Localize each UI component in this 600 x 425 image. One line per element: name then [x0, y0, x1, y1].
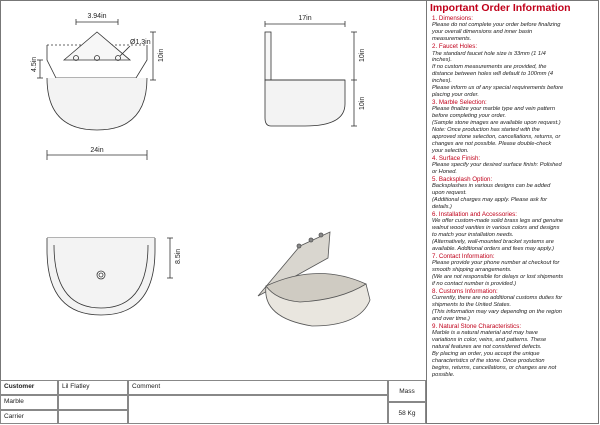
- overall-width-label: 24in: [90, 147, 103, 154]
- side-height-label: 10in: [359, 49, 366, 62]
- section-heading: 7. Contact Information:: [432, 252, 495, 260]
- info-sections: 1. Dimensions:Please do not complete you…: [430, 15, 596, 379]
- section-text-line: Marble is a natural material and may hav…: [432, 330, 538, 337]
- section-text-line: Currently, there are no additional custo…: [432, 295, 563, 302]
- comment-label: Comment: [128, 380, 388, 395]
- comment-box: [128, 395, 388, 424]
- section-text-line: inches).: [432, 78, 452, 85]
- section-text-line: or Honed.: [432, 168, 457, 175]
- section-text-line: We offer custom-made solid brass legs an…: [432, 218, 564, 225]
- section-text-line: Please provide your phone number at chec…: [432, 260, 560, 267]
- side-depth-label: 17in: [298, 15, 311, 22]
- section-text-line: If no custom measurements are provided, …: [432, 64, 547, 71]
- section-text-line: inches).: [432, 57, 452, 64]
- hole-diameter-label: Ø1.3in: [130, 39, 151, 46]
- section-text-line: (Alternatively, wall-mounted bracket sys…: [432, 239, 554, 245]
- section-heading: 2. Faucet Holes:: [432, 43, 478, 51]
- section-text-line: details.): [432, 203, 452, 210]
- customer-value: Lil Flatley: [58, 380, 128, 395]
- section-text-line: (We are not responsible for delays or lo…: [432, 274, 564, 281]
- section-text-line: measurements.: [432, 36, 472, 43]
- section-heading: 1. Dimensions:: [432, 15, 473, 22]
- section-heading: 9. Natural Stone Characteristics:: [432, 322, 522, 330]
- section-text-line: (Additional charges may apply. Please as…: [432, 197, 547, 204]
- section-text-line: begins, returns, cancellations, or chang…: [432, 364, 557, 371]
- section-text-line: Please do not complete your order before…: [432, 22, 561, 29]
- drawing-canvas: 3.94in Ø1.3in 4.5in 10in 24in 17in 10in …: [31, 13, 371, 327]
- section-text-line: Please specify your desired surface fini…: [432, 162, 562, 169]
- section-heading: 4. Surface Finish:: [432, 154, 481, 162]
- section-text-line: possible.: [432, 371, 455, 378]
- order-info-panel: Important Order Information 1. Dimension…: [430, 2, 596, 422]
- panel-divider: [426, 0, 427, 424]
- carrier-value: [58, 410, 128, 424]
- section-text-line: changes are not possible. Please double-…: [432, 140, 552, 147]
- section-text-line: Backsplashes in various designs can be a…: [432, 183, 551, 190]
- section-text-line: placing your order.: [432, 91, 479, 98]
- section-text-line: upon request.: [432, 190, 467, 197]
- section-text-line: if no contact number is provided.): [432, 280, 517, 287]
- side-view: [264, 21, 357, 127]
- section-text-line: your overall dimensions and inner basin: [432, 29, 533, 36]
- section-text-line: Please finalize your marble type and vei…: [432, 106, 555, 113]
- section-text-line: characteristics of the stone. Once produ…: [432, 357, 545, 364]
- section-text-line: smooth shipping arrangements.: [432, 267, 512, 274]
- section-text-line: natural features are not considered defe…: [432, 344, 542, 351]
- mass-label: Mass: [388, 380, 426, 402]
- section-text-line: (This information may vary depending on …: [432, 309, 562, 316]
- section-text-line: By placing an order, you accept the uniq…: [432, 351, 540, 357]
- section-heading: 6. Installation and Accessories:: [432, 210, 517, 218]
- mass-value: 58 Kg: [388, 402, 426, 424]
- top-depth-label: 4.5in: [31, 57, 38, 72]
- section-text-line: before completing your order.: [432, 113, 507, 120]
- section-text-line: approved stone selection, cancellations,…: [432, 133, 561, 140]
- section-text-line: and over time.): [432, 315, 470, 322]
- top-view: [37, 19, 156, 160]
- section-text-line: shipments to the United States.: [432, 302, 512, 309]
- marble-label: Marble: [0, 395, 58, 410]
- section-heading: 8. Customs Information:: [432, 287, 498, 295]
- section-text-line: available. Additional orders and fees ma…: [432, 245, 555, 252]
- front-height-label: 8.5in: [175, 249, 182, 264]
- customer-label: Customer: [0, 380, 58, 395]
- section-text-line: (Sample stone images are available upon …: [432, 120, 561, 127]
- section-text-line: distance between holes will default to 1…: [432, 71, 554, 78]
- section-heading: 3. Marble Selection:: [432, 98, 487, 106]
- section-text-line: to match your installation needs.: [432, 232, 514, 239]
- isometric-view: [257, 231, 371, 327]
- section-text-line: walnut wood vanities in various colors a…: [432, 225, 560, 232]
- marble-value: [58, 395, 128, 410]
- side-basin-depth-label: 10in: [359, 97, 366, 110]
- front-view: [46, 237, 173, 316]
- section-heading: 5. Backsplash Option:: [432, 175, 493, 183]
- panel-title: Important Order Information: [430, 2, 571, 14]
- section-text-line: Note: Once production has started with t…: [432, 127, 540, 133]
- hole-spacing-label: 3.94in: [87, 13, 106, 20]
- top-height-label: 10in: [158, 49, 165, 62]
- carrier-label: Carrier: [0, 410, 58, 424]
- section-text-line: your selection.: [432, 147, 469, 154]
- section-text-line: variations in color, veins, and patterns…: [432, 337, 547, 344]
- order-table: Customer Lil Flatley Comment Marble Carr…: [0, 380, 426, 424]
- section-text-line: The standard faucet hole size is 33mm (1…: [432, 50, 546, 57]
- section-text-line: Please inform us of any special requirem…: [432, 85, 564, 92]
- technical-drawing: 3.94in Ø1.3in 4.5in 10in 24in 17in 10in …: [31, 13, 371, 327]
